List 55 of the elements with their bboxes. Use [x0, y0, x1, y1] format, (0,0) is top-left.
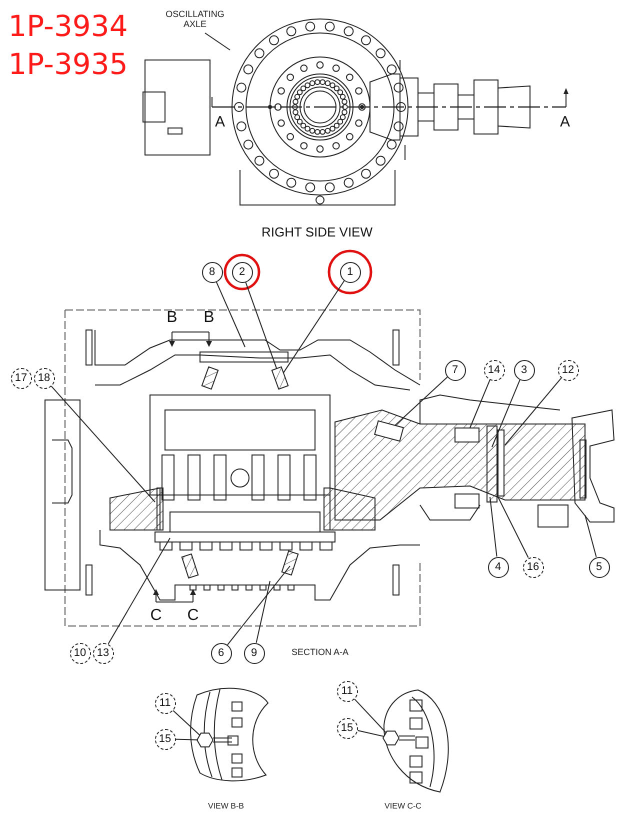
- view-title: SECTION A-A: [292, 647, 348, 657]
- callout-number: 6: [210, 642, 232, 664]
- hex-bolt-head: [382, 730, 400, 746]
- callout-number: 10: [70, 642, 90, 664]
- leader-line: [216, 281, 246, 348]
- callout-number: 11: [154, 692, 176, 714]
- view-title: VIEW C-C: [384, 802, 422, 810]
- leader-line: [354, 698, 387, 734]
- part-number: 1P-3934: [8, 9, 128, 43]
- section-letter: A: [215, 114, 225, 130]
- leader-line: [204, 32, 230, 50]
- leader-line: [282, 280, 345, 374]
- leader-line: [50, 385, 156, 502]
- callout-number: 2: [232, 262, 252, 282]
- callout-number: 17: [10, 368, 32, 388]
- section-letter: B: [166, 309, 178, 327]
- callout-number: 15: [154, 728, 176, 750]
- leader-line: [492, 379, 520, 448]
- callout-number: 16: [522, 556, 544, 578]
- leader-line: [498, 496, 529, 558]
- leader-line: [490, 496, 498, 558]
- callout-number: 8: [202, 262, 222, 282]
- section-letter: A: [560, 114, 570, 130]
- hex-bolt-head: [196, 732, 214, 748]
- leader-line: [356, 730, 384, 737]
- callout-number: 4: [488, 556, 508, 578]
- callout-number: 3: [514, 360, 534, 380]
- callout-number: 7: [444, 360, 466, 380]
- callout-number: 18: [34, 368, 54, 388]
- leader-line: [108, 538, 170, 644]
- section-letter: C: [187, 607, 199, 625]
- view-title: VIEW B-B: [208, 802, 244, 810]
- callout-number: 11: [336, 680, 358, 702]
- leader-line: [175, 738, 198, 740]
- roller-bearing: [454, 428, 480, 442]
- leader-line: [172, 710, 200, 736]
- callout-number: 1: [340, 262, 360, 282]
- leader-line: [584, 514, 597, 558]
- callout-number: 14: [484, 360, 504, 380]
- view-title: RIGHT SIDE VIEW: [262, 224, 372, 240]
- callout-number: 15: [336, 718, 358, 738]
- leader-line: [504, 378, 562, 446]
- section-letter: C: [150, 607, 162, 625]
- callout-number: 13: [92, 642, 114, 664]
- roller-bearing: [271, 366, 289, 390]
- leader-line: [394, 376, 448, 426]
- callout-number: 5: [588, 556, 610, 578]
- callout-number: 9: [244, 642, 264, 664]
- leader-line: [227, 566, 290, 646]
- part-number: 1P-3935: [8, 47, 128, 81]
- leader-line: [256, 580, 270, 644]
- leader-line: [245, 281, 278, 370]
- section-letter: B: [204, 309, 214, 327]
- callout-number: 12: [558, 360, 578, 380]
- roller-bearing: [374, 420, 404, 442]
